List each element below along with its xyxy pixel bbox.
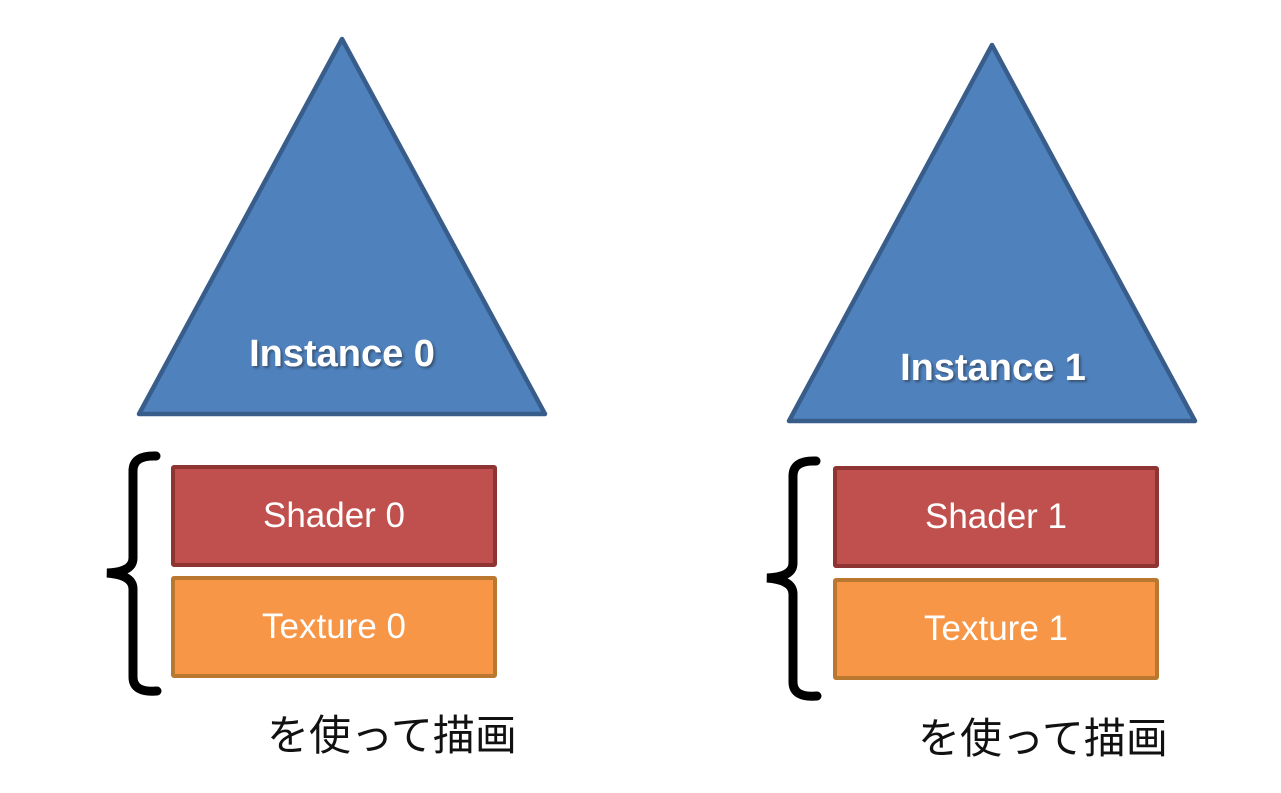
instance-1-brace-icon bbox=[766, 456, 822, 701]
instance-1-texture-label: Texture 1 bbox=[924, 609, 1068, 648]
instance-0-texture-box: Texture 0 bbox=[171, 576, 497, 678]
instance-1-texture-box: Texture 1 bbox=[833, 578, 1159, 680]
instance-0-brace-icon bbox=[106, 451, 162, 696]
instance-1-shader-box: Shader 1 bbox=[833, 466, 1159, 568]
instance-0-triangle-label: Instance 0 bbox=[249, 333, 435, 375]
instance-0-caption: を使って描画 bbox=[267, 712, 517, 759]
instance-1-shader-label: Shader 1 bbox=[924, 497, 1068, 536]
instance-0-shader-box: Shader 0 bbox=[171, 465, 497, 567]
instance-0-triangle bbox=[136, 36, 548, 417]
instance-0-shader-label: Shader 0 bbox=[262, 496, 406, 535]
instance-0-texture-label: Texture 0 bbox=[262, 607, 406, 646]
instance-1-triangle bbox=[786, 42, 1198, 424]
instance-1-caption: を使って描画 bbox=[918, 715, 1168, 762]
instance-1-triangle-label: Instance 1 bbox=[900, 347, 1086, 389]
